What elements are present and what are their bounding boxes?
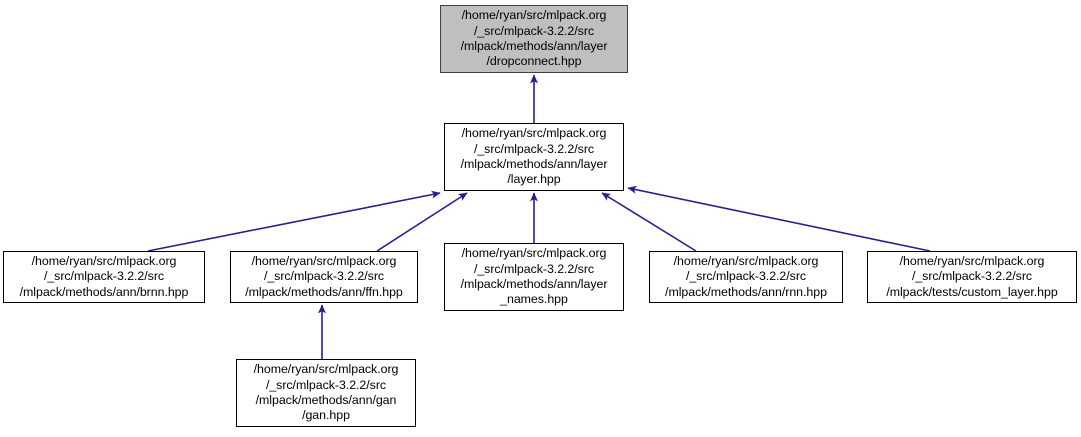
node-label: /home/ryan/src/mlpack.org /_src/mlpack-3…: [460, 8, 608, 69]
node-label: /home/ryan/src/mlpack.org /_src/mlpack-3…: [665, 253, 827, 299]
edges-group: [147, 74, 931, 359]
node-gan-hpp[interactable]: /home/ryan/src/mlpack.org /_src/mlpack-3…: [236, 359, 416, 427]
node-label: /home/ryan/src/mlpack.org /_src/mlpack-3…: [19, 253, 189, 299]
node-brnn-hpp[interactable]: /home/ryan/src/mlpack.org /_src/mlpack-3…: [3, 251, 205, 303]
edge-custom-layer-to-layer: [627, 185, 931, 252]
node-layer-hpp[interactable]: /home/ryan/src/mlpack.org /_src/mlpack-3…: [444, 123, 624, 191]
node-label: /home/ryan/src/mlpack.org /_src/mlpack-3…: [460, 126, 608, 187]
node-label: /home/ryan/src/mlpack.org /_src/mlpack-3…: [253, 362, 399, 423]
node-ffn-hpp[interactable]: /home/ryan/src/mlpack.org /_src/mlpack-3…: [230, 251, 418, 303]
edge-brnn-to-layer: [147, 190, 441, 252]
node-rnn-hpp[interactable]: /home/ryan/src/mlpack.org /_src/mlpack-3…: [649, 251, 843, 303]
node-label: /home/ryan/src/mlpack.org /_src/mlpack-3…: [886, 253, 1058, 299]
node-layer-names-hpp[interactable]: /home/ryan/src/mlpack.org /_src/mlpack-3…: [444, 243, 624, 311]
node-label: /home/ryan/src/mlpack.org /_src/mlpack-3…: [245, 253, 403, 299]
node-dropconnect-hpp[interactable]: /home/ryan/src/mlpack.org /_src/mlpack-3…: [440, 5, 628, 73]
node-label: /home/ryan/src/mlpack.org /_src/mlpack-3…: [460, 246, 608, 307]
node-custom-layer-hpp[interactable]: /home/ryan/src/mlpack.org /_src/mlpack-3…: [867, 251, 1077, 303]
